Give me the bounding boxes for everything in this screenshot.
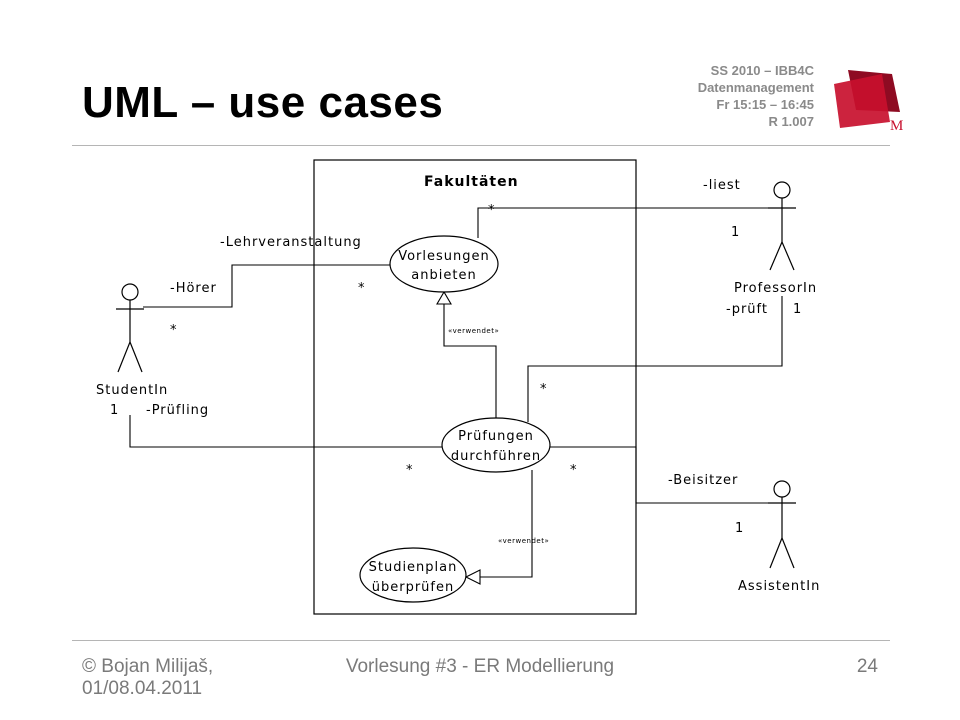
line-exams-lectures — [443, 303, 497, 420]
logo-letter: M — [890, 118, 903, 134]
use-case-curriculum-line2: überprüfen — [372, 580, 454, 595]
university-logo: M — [834, 70, 903, 134]
actor-assistant — [768, 480, 796, 569]
actor-professor — [768, 181, 796, 271]
actor-assistant-role: -Beisitzer — [668, 473, 738, 488]
line-exams-professor — [527, 296, 783, 422]
actor-student-role: -Prüfling — [146, 403, 209, 418]
line-exams-curriculum — [480, 470, 533, 578]
actor-professor-role: -prüft — [726, 302, 768, 317]
use-case-lectures-line2: anbieten — [411, 268, 476, 283]
multiplicity-lectures-prof: * — [488, 203, 496, 218]
multiplicity-lectures-student: * — [358, 281, 366, 296]
multiplicity-exam-student: * — [406, 463, 414, 478]
use-case-lectures-line1: Vorlesungen — [398, 249, 490, 264]
footer-author: © Bojan Milijaš, 01/08.04.2011 — [82, 656, 282, 700]
generalization-arrow-curriculum — [464, 569, 481, 585]
actor-assistant-head — [773, 480, 791, 498]
multiplicity-exam-assistant: * — [570, 463, 578, 478]
footer-author-name: © Bojan Milijaš, — [82, 656, 214, 677]
use-case-exams — [441, 417, 551, 473]
actor-student — [116, 283, 144, 373]
label-verwendet-lectures: «verwendet» — [448, 327, 499, 335]
footer-divider — [72, 640, 890, 641]
use-case-curriculum-line1: Studienplan — [369, 560, 458, 575]
actor-professor-head — [773, 181, 791, 199]
footer-date: 01/08.04.2011 — [82, 678, 203, 699]
course-time: Fr 15:15 – 16:45 — [716, 97, 814, 112]
course-semester: SS 2010 – IBB4C — [710, 63, 814, 78]
multiplicity-student-lecture: * — [170, 323, 178, 338]
actor-student-head — [121, 283, 139, 301]
actor-assistant-name: AssistentIn — [738, 579, 820, 594]
line-exams-assistant — [550, 446, 782, 504]
multiplicity-exam-prof: * — [540, 382, 548, 397]
label-liest: -liest — [703, 178, 741, 193]
line-student-exams — [129, 415, 442, 448]
actor-assistant-multiplicity: 1 — [735, 521, 744, 536]
actor-professor-multiplicity: 1 — [793, 302, 802, 317]
use-case-lectures — [389, 235, 499, 293]
course-room: R 1.007 — [768, 114, 814, 129]
actor-student-name: StudentIn — [96, 383, 168, 398]
header-divider — [72, 145, 890, 146]
footer-lecture: Vorlesung #3 - ER Modellierung — [345, 656, 615, 677]
label-liest-multiplicity: 1 — [731, 225, 740, 240]
course-info: SS 2010 – IBB4C Datenmanagement Fr 15:15… — [594, 62, 814, 130]
actor-professor-name: ProfessorIn — [734, 281, 817, 296]
system-boundary-label: Fakultäten — [424, 174, 519, 190]
logo-shape-front — [834, 74, 890, 128]
label-hoerer: -Hörer — [170, 281, 217, 296]
actor-student-multiplicity: 1 — [110, 403, 119, 418]
use-case-exams-line2: durchführen — [451, 449, 541, 464]
use-case-curriculum — [359, 547, 467, 603]
use-case-exams-line1: Prüfungen — [458, 429, 534, 444]
generalization-arrow-lectures — [436, 290, 452, 305]
label-verwendet-curriculum: «verwendet» — [498, 537, 549, 545]
system-boundary — [313, 159, 637, 615]
line-lectures-professor — [477, 207, 796, 238]
slide-title: UML – use cases — [82, 78, 444, 127]
page-number: 24 — [856, 656, 878, 677]
line-student-lectures — [143, 264, 390, 308]
label-lehrveranstaltung: -Lehrveranstaltung — [220, 235, 362, 250]
course-name: Datenmanagement — [697, 80, 814, 95]
association-lines — [129, 207, 796, 578]
